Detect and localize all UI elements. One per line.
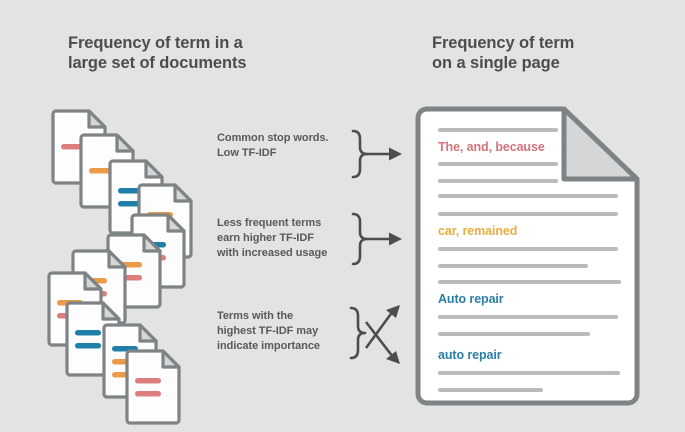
arrow-head-1 <box>389 147 402 161</box>
right-heading-line-1: Frequency of term <box>432 34 575 52</box>
page-body-line <box>438 264 588 268</box>
arrow-shaft-3-up <box>364 310 395 349</box>
caption-0-line-2: Low TF-IDF <box>217 147 277 159</box>
stacked-document <box>124 348 182 426</box>
document-stack <box>35 100 220 425</box>
left-heading-line-1: Frequency of term in a <box>68 34 243 52</box>
document-icon <box>125 349 181 425</box>
page-body-line <box>438 179 558 183</box>
left-heading-line-2: large set of documents <box>68 54 247 72</box>
caption-common-stop-words: Common stop words. Low TF-IDF <box>217 131 367 161</box>
document-fold-corner-icon <box>166 213 186 233</box>
caption-0-line-1: Common stop words. <box>217 132 329 144</box>
document-fold-corner-icon <box>138 323 158 343</box>
document-fold-corner-icon <box>87 109 107 129</box>
page-body-line <box>438 371 620 375</box>
caption-2-line-2: highest TF-IDF may <box>217 325 319 337</box>
page-body-line <box>438 332 590 336</box>
caption-1-line-1: Less frequent terms <box>217 217 322 229</box>
document-mark-red <box>135 391 161 397</box>
document-mark-blue <box>75 343 101 349</box>
high-tfidf-term-capitalized: Auto repair <box>438 292 504 306</box>
document-body <box>125 349 181 425</box>
left-column-heading: Frequency of term in a large set of docu… <box>68 33 298 73</box>
document-fold-corner-icon <box>101 301 121 321</box>
arrow-head-3-down <box>386 351 400 364</box>
page-body-line <box>438 280 621 284</box>
arrow-head-3-up <box>386 305 400 318</box>
right-heading-line-2: on a single page <box>432 54 560 72</box>
medium-frequency-term: car, remained <box>438 224 518 238</box>
page-body-line <box>438 388 543 392</box>
page-body-line <box>438 128 558 132</box>
arrow-shaft-3-down <box>364 321 395 358</box>
page-fold-corner-icon <box>561 106 640 182</box>
caption-1-line-2: earn higher TF-IDF <box>217 232 314 244</box>
single-page-document: The, and, because car, remained Auto rep… <box>412 106 640 406</box>
document-fold-corner-icon <box>161 349 181 369</box>
arrow-head-2 <box>389 232 402 246</box>
caption-2-line-1: Terms with the <box>217 310 294 322</box>
caption-less-frequent-terms: Less frequent terms earn higher TF-IDF w… <box>217 216 367 261</box>
caption-highest-tfidf: Terms with the highest TF-IDF may indica… <box>217 309 367 354</box>
page-body-line <box>438 162 558 166</box>
document-fold-corner-icon <box>144 159 164 179</box>
page-body-line <box>438 247 618 251</box>
caption-2-line-3: indicate importance <box>217 340 320 352</box>
document-fold-corner-icon <box>115 133 135 153</box>
document-fold-corner-icon <box>173 183 193 203</box>
page-body-line <box>438 315 618 319</box>
caption-1-line-3: with increased usage <box>217 247 328 259</box>
document-mark-red <box>135 378 161 384</box>
right-column-heading: Frequency of term on a single page <box>432 33 632 73</box>
page-body-line <box>438 194 618 198</box>
high-tfidf-term-lowercase: auto repair <box>438 348 502 362</box>
document-mark-blue <box>75 330 101 336</box>
document-fold-corner-icon <box>83 271 103 291</box>
document-fold-corner-icon <box>142 233 162 253</box>
document-fold-corner-icon <box>107 249 127 269</box>
stop-words-term: The, and, because <box>438 140 545 154</box>
page-body-line <box>438 212 618 216</box>
